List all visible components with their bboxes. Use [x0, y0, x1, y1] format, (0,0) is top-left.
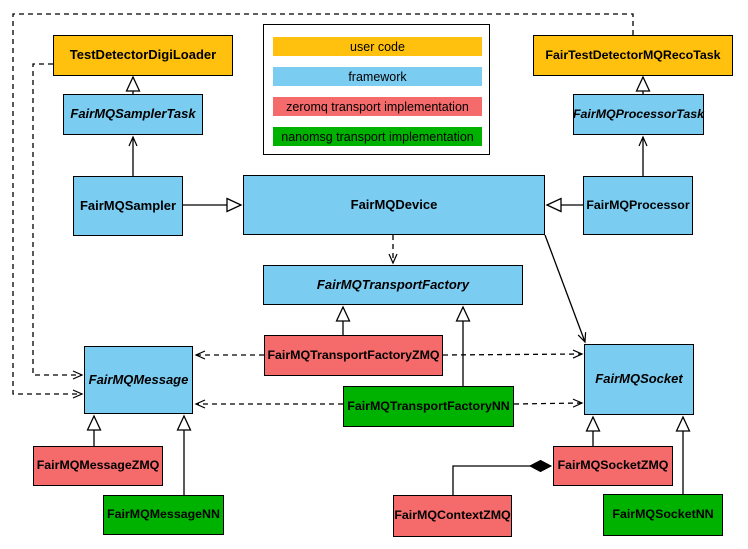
node-fairmqsocketzmq: FairMQSocketZMQ — [553, 446, 673, 486]
legend-item-framework: framework — [273, 67, 482, 86]
node-fairmqprocessortask: FairMQProcessorTask — [573, 94, 704, 135]
legend-item-user-code: user code — [273, 37, 482, 56]
legend: user code framework zeromq transport imp… — [263, 24, 490, 155]
node-fairmqprocessor: FairMQProcessor — [583, 176, 693, 235]
node-testdetectordigiloader: TestDetectorDigiLoader — [53, 35, 233, 76]
legend-item-zeromq: zeromq transport implementation — [273, 97, 482, 116]
node-fairmqtransportfactorynn: FairMQTransportFactoryNN — [343, 386, 514, 427]
legend-item-nanomsg: nanomsg transport implementation — [273, 127, 482, 146]
node-fairmqmessagenn: FairMQMessageNN — [103, 495, 224, 535]
node-fairmqsamplertask: FairMQSamplerTask — [63, 94, 203, 135]
node-fairmqmessagezmq: FairMQMessageZMQ — [33, 446, 163, 486]
node-fairmqsampler: FairMQSampler — [73, 176, 183, 236]
node-fairmqmessage: FairMQMessage — [84, 346, 193, 414]
edge-dependency-tfnn-socket — [513, 398, 584, 408]
node-fairmqtransportfactoryzmq: FairMQTransportFactoryZMQ — [264, 335, 443, 376]
node-fairtestdetectormqrecotask: FairTestDetectorMQRecoTask — [533, 35, 733, 76]
node-fairmqsocket: FairMQSocket — [584, 344, 694, 415]
node-fairmqcontextzmq: FairMQContextZMQ — [393, 495, 512, 537]
edge-association-device-socket — [544, 234, 587, 344]
node-fairmqsocketnn: FairMQSocketNN — [603, 494, 723, 536]
node-fairmqdevice: FairMQDevice — [243, 175, 545, 235]
edge-composition-socketzmq-contextzmq — [452, 466, 551, 495]
edge-dependency-tfzmq-socket — [442, 349, 584, 359]
node-fairmqtransportfactory: FairMQTransportFactory — [263, 265, 523, 305]
